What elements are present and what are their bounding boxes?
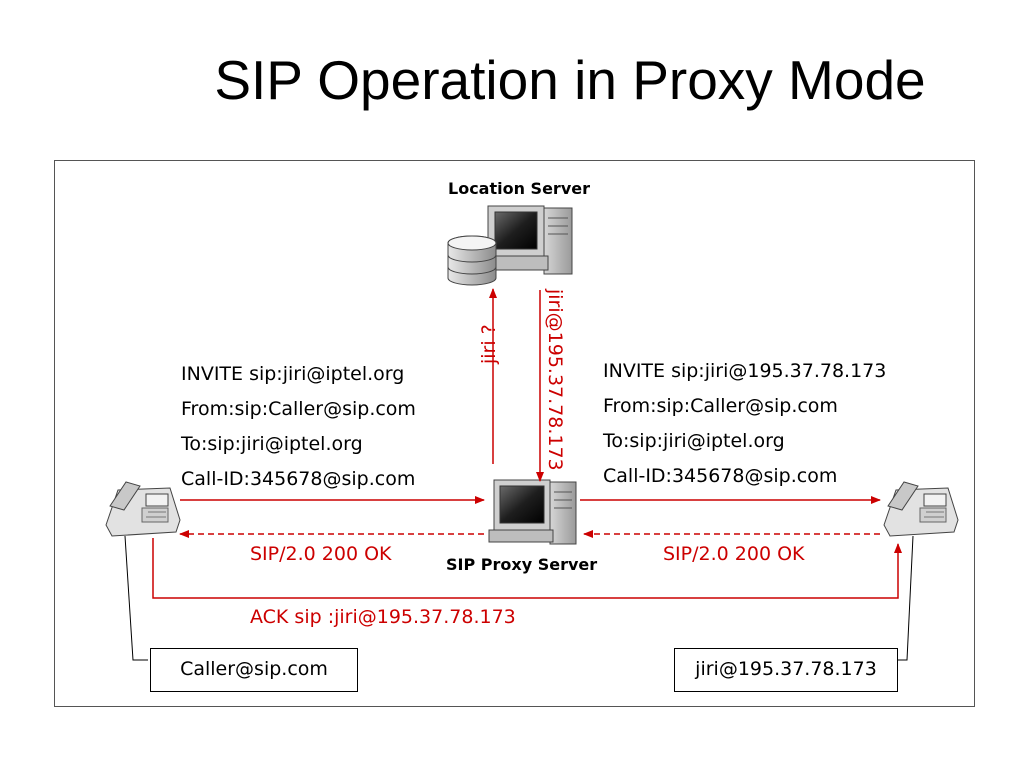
invite-right-line: Call-ID:345678@sip.com bbox=[603, 465, 838, 487]
invite-left-line: INVITE sip:jiri@iptel.org bbox=[181, 363, 405, 385]
response-label: jiri@195.37.78.173 bbox=[544, 289, 566, 471]
diagram-frame bbox=[54, 160, 975, 707]
invite-left-line: To:sip:jiri@iptel.org bbox=[181, 433, 363, 455]
invite-left-line: Call-ID:345678@sip.com bbox=[181, 468, 416, 490]
invite-right-block: INVITE sip:jiri@195.37.78.173 From:sip:C… bbox=[603, 354, 886, 494]
invite-right-line: INVITE sip:jiri@195.37.78.173 bbox=[603, 360, 887, 382]
location-server-icon bbox=[447, 205, 573, 286]
invite-left-line: From:sip:Caller@sip.com bbox=[181, 398, 416, 420]
ack-arrow bbox=[152, 538, 902, 599]
caller-connector-line bbox=[124, 535, 148, 661]
location-server-label: Location Server bbox=[448, 179, 590, 198]
invite-right-line: To:sip:jiri@iptel.org bbox=[603, 430, 785, 452]
ok-right-label: SIP/2.0 200 OK bbox=[663, 543, 805, 565]
query-label: jiri ? bbox=[478, 324, 500, 364]
ack-label: ACK sip :jiri@195.37.78.173 bbox=[250, 606, 516, 628]
proxy-server-label: SIP Proxy Server bbox=[446, 555, 598, 574]
ok-left-label: SIP/2.0 200 OK bbox=[250, 543, 392, 565]
caller-phone-icon bbox=[105, 481, 181, 537]
invite-left-block: INVITE sip:jiri@iptel.org From:sip:Calle… bbox=[181, 357, 416, 497]
page-title: SIP Operation in Proxy Mode bbox=[0, 48, 1024, 112]
invite-right-line: From:sip:Caller@sip.com bbox=[603, 395, 838, 417]
page-title-text: SIP Operation in Proxy Mode bbox=[214, 49, 926, 111]
callee-connector-line bbox=[898, 535, 914, 661]
proxy-server-icon bbox=[488, 479, 577, 545]
callee-address-box: jiri@195.37.78.173 bbox=[674, 648, 898, 692]
callee-phone-icon bbox=[883, 481, 959, 537]
caller-address-box: Caller@sip.com bbox=[150, 648, 358, 692]
